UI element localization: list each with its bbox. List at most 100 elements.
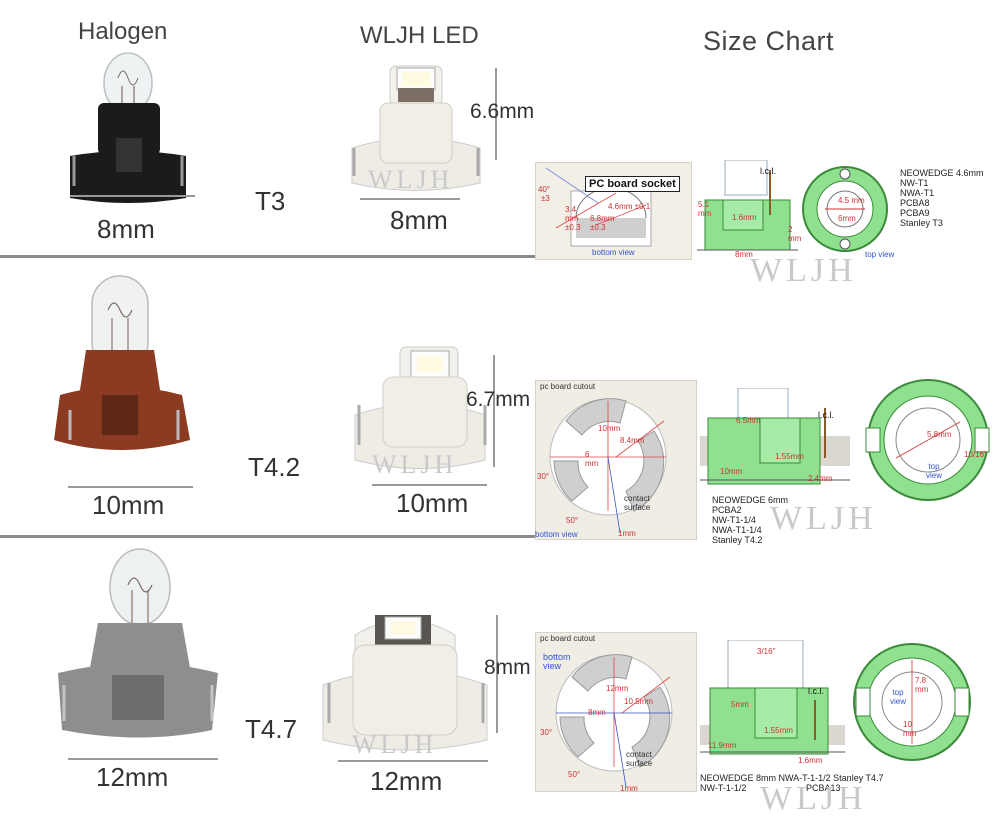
- type-label-t3: T3: [255, 186, 286, 216]
- type-label-t4-2: T4.2: [248, 452, 301, 482]
- chart-t4-7-dim-2: 8mm: [588, 708, 606, 717]
- chart-t4-2-dim-10: 5.8mm: [927, 430, 952, 439]
- chart-t3-dim-1: 6.8mm ±0.3: [590, 214, 615, 232]
- row-separator-1: [0, 255, 540, 258]
- led-bulb-t4-2: [345, 345, 495, 480]
- compat-item: PCBA9: [900, 208, 930, 218]
- watermark-chart-t4-7: WLJH: [760, 780, 867, 817]
- halogen-bulb-t3: [60, 48, 200, 218]
- header-halogen: Halogen: [78, 18, 168, 45]
- chart-t4-7-dim-12: 10 mm: [903, 720, 917, 738]
- chart-t4-7-dim-10: 1.6mm: [798, 756, 823, 765]
- chart-t4-7-dim-8: 1.55mm: [764, 726, 793, 735]
- led-bulb-t3: [340, 58, 490, 203]
- compat-item: Stanley T4.2: [712, 535, 763, 545]
- chart-t4-2-dim-0: 10mm: [598, 424, 621, 433]
- chart-t3-dim-8: 6mm: [838, 214, 856, 223]
- watermark-led-t3: WLJH: [368, 165, 454, 194]
- watermark-led-t4-7: WLJH: [352, 730, 438, 759]
- led-width-t3: 8mm: [390, 205, 448, 235]
- watermark-chart-t4-2: WLJH: [770, 500, 877, 537]
- header-led: WLJH LED: [360, 22, 479, 49]
- chart-t4-2-dim-8: 10mm: [720, 467, 743, 476]
- pc-board-socket-label: PC board socket: [585, 176, 680, 192]
- chart-t3-side-view: [695, 159, 800, 260]
- chart-t4-7-dim-5: 1mm: [620, 784, 638, 793]
- chart-t4-2-dim-5: 1mm: [618, 529, 636, 538]
- compat-item: NW-T-1-1/2: [700, 783, 747, 793]
- led-height-t4-2: 6.7mm: [466, 388, 531, 411]
- compat-item: NEOWEDGE 8mm NWA-T-1-1/2 Stanley T4.7: [700, 773, 884, 783]
- chart-t3-dim-4: 1.6mm: [732, 213, 757, 222]
- chart-t3-dim-7: 4.5 mm: [838, 196, 865, 205]
- compat-item: PCBA8: [900, 198, 930, 208]
- led-width-t4-2: 10mm: [396, 488, 469, 518]
- chart-t4-2-dim-1: 8.4mm: [620, 436, 645, 445]
- type-label-t4-7: T4.7: [245, 714, 298, 744]
- chart-t4-2-dim-4: 50°: [566, 516, 579, 525]
- chart-t4-7-top-view-label: top view: [889, 688, 906, 706]
- led-height-t4-7: 8mm: [484, 656, 531, 679]
- chart-t4-7-dim-7: 5mm: [731, 700, 749, 709]
- compat-item: NEOWEDGE 4.6mm: [900, 168, 984, 178]
- chart-t3-angle-tol: ±3: [541, 194, 550, 203]
- chart-t4-2-side-view: [700, 387, 850, 488]
- chart-t4-2-lcl: l.c.l.: [818, 410, 835, 420]
- chart-t3-dim-0: 3.4 mm ±0.3: [565, 205, 581, 232]
- chart-t4-2-dim-11: 10/16": [964, 450, 987, 459]
- led-bulb-t4-7: [315, 605, 495, 755]
- chart-t3-top-view-label: top view: [865, 250, 895, 259]
- chart-t4-2-top-view-label: top view: [925, 462, 942, 480]
- chart-t3-lcl: l.c.l.: [760, 166, 777, 176]
- chart-t4-7-side-view: [700, 639, 845, 760]
- chart-t3-bottom-view-label: bottom view: [592, 248, 635, 257]
- chart-t4-7-dim-11: 7.8 mm: [915, 676, 929, 694]
- compat-item: NWA-T1: [900, 188, 935, 198]
- chart-t4-7-contact: contact surface: [626, 750, 653, 768]
- chart-t4-7-cutout-label: pc board cutout: [540, 634, 596, 643]
- row-separator-2: [0, 535, 540, 538]
- chart-t4-7-dim-9: 11.9mm: [708, 741, 737, 750]
- chart-t4-2-contact: contact surface: [624, 494, 651, 512]
- chart-t3-top-view: [800, 162, 895, 257]
- chart-t3-dim-6: 2 mm: [788, 225, 802, 243]
- compat-item: NW-T1: [900, 178, 929, 188]
- led-height-t3: 6.6mm: [470, 100, 535, 123]
- chart-t4-2-dim-6: 6.5mm: [736, 416, 761, 425]
- led-width-t4-7: 12mm: [370, 766, 443, 796]
- chart-t4-7-compat: NEOWEDGE 8mm NWA-T-1-1/2 Stanley T4.7 NW…: [700, 773, 884, 793]
- chart-t3-dim-3: 5.1 mm: [698, 200, 712, 218]
- chart-t4-2-compat: NEOWEDGE 6mm PCBA2 NW-T1-1/4 NWA-T1-1/4 …: [712, 495, 788, 545]
- chart-t4-7-top-view: [850, 640, 975, 765]
- compat-item: NEOWEDGE 6mm: [712, 495, 789, 505]
- chart-t4-7-lcl: l.c.l.: [808, 686, 825, 696]
- chart-t4-2-bottom-view: [535, 380, 697, 540]
- chart-t4-2-bottom-view-label: bottom view: [535, 530, 578, 539]
- header-size-chart: Size Chart: [703, 26, 835, 56]
- chart-t4-7-dim-6: 3/16": [757, 647, 776, 656]
- chart-t4-2-dim-2: 6 mm: [585, 450, 599, 468]
- chart-t4-7-compat-extra: PCBA13: [806, 783, 841, 793]
- chart-t4-7-dim-0: 12mm: [606, 684, 629, 693]
- chart-t4-7-dim-3: 30°: [540, 728, 553, 737]
- chart-t3-dim-2: 4.6mm ±0.1: [608, 202, 651, 211]
- chart-t3-dim-5: 8mm: [735, 250, 753, 259]
- chart-t3-compat: NEOWEDGE 4.6mm NW-T1 NWA-T1 PCBA8 PCBA9 …: [900, 168, 984, 228]
- halogen-bulb-t4-7: [40, 545, 220, 750]
- chart-t4-2-cutout-label: pc board cutout: [540, 382, 596, 391]
- compat-item: PCBA2: [712, 505, 742, 515]
- chart-t4-2-dim-7: 1.55mm: [775, 452, 804, 461]
- chart-t4-7-bottom-view: [535, 632, 697, 792]
- halogen-width-t4-2: 10mm: [92, 490, 165, 520]
- chart-t4-7-dim-1: 10.5mm: [624, 697, 653, 706]
- chart-t4-2-top-view: [860, 378, 995, 503]
- halogen-bulb-t4-2: [40, 270, 200, 480]
- chart-t3-angle: 40°: [538, 185, 551, 194]
- watermark-chart-t3: WLJH: [750, 252, 857, 289]
- chart-t4-2-dim-3: 30°: [537, 472, 550, 481]
- chart-t4-7-dim-4: 50°: [568, 770, 581, 779]
- halogen-width-t3: 8mm: [97, 214, 155, 244]
- chart-t4-2-dim-9: 2.4mm: [808, 474, 833, 483]
- halogen-width-t4-7: 12mm: [96, 762, 169, 792]
- compat-item: NWA-T1-1/4: [712, 525, 762, 535]
